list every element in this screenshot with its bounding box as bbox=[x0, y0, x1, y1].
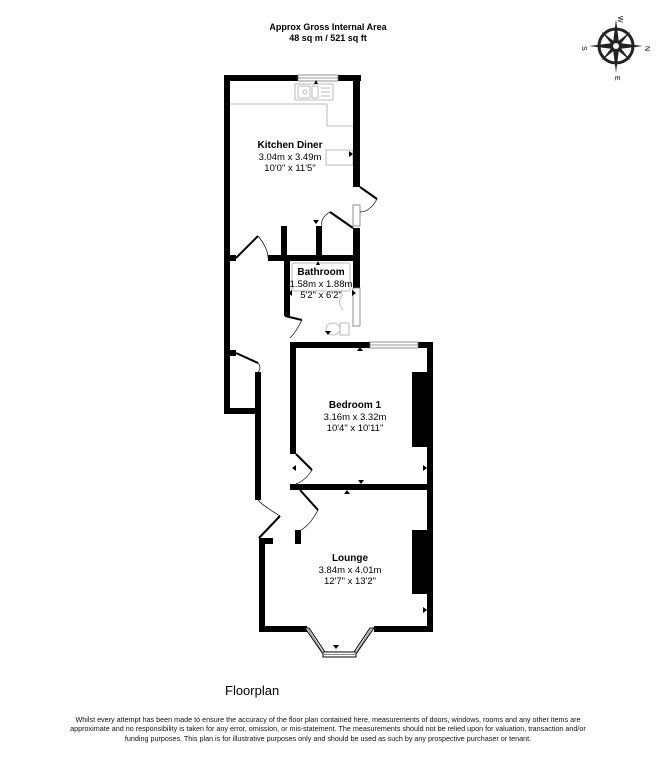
sink-icon bbox=[297, 85, 330, 99]
compass-rose-icon: W N E S bbox=[580, 16, 650, 81]
area-header: Approx Gross Internal Area 48 sq m / 521… bbox=[0, 22, 656, 44]
door-swings bbox=[257, 198, 378, 531]
disclaimer-text: Whilst every attempt has been made to en… bbox=[70, 715, 586, 743]
svg-text:S: S bbox=[580, 46, 587, 51]
svg-text:W: W bbox=[616, 16, 623, 23]
floor-title: Floorplan bbox=[225, 683, 280, 698]
bay-window bbox=[304, 627, 375, 658]
svg-text:N: N bbox=[643, 46, 650, 51]
dimension-arrows bbox=[226, 80, 427, 649]
doors bbox=[235, 186, 378, 539]
windows bbox=[297, 74, 419, 349]
walls bbox=[224, 75, 433, 632]
room-bedroom-1: Bedroom 1 3.16m x 3.32m 10'4" x 10'11" bbox=[323, 400, 387, 434]
bathroom-fixtures bbox=[291, 262, 351, 336]
room-bathroom: Bathroom 1.58m x 1.88m 5'2" x 6'2" bbox=[289, 267, 353, 301]
svg-text:E: E bbox=[613, 76, 620, 81]
room-lounge: Lounge 3.84m x 4.01m 12'7" x 13'2" bbox=[318, 553, 382, 587]
room-kitchen-diner: Kitchen Diner 3.04m x 3.49m 10'0" x 11'5… bbox=[257, 140, 323, 174]
area-value: 48 sq m / 521 sq ft bbox=[289, 33, 367, 43]
area-title: Approx Gross Internal Area bbox=[269, 22, 387, 32]
